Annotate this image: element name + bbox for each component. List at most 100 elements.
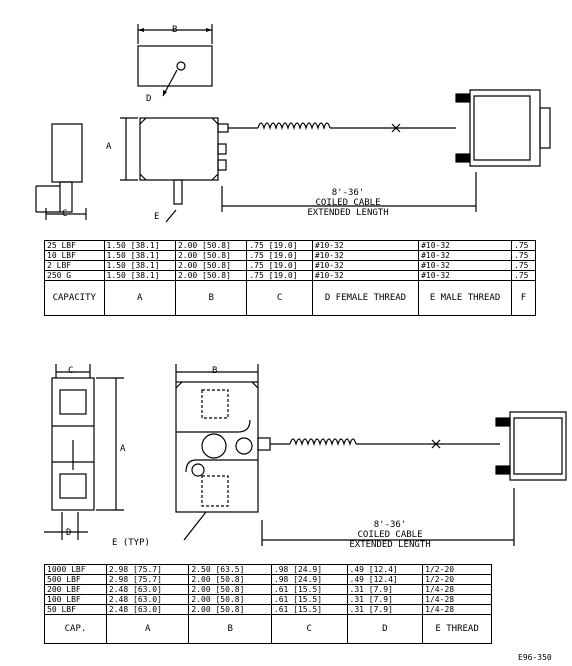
s-beam-front-view bbox=[175, 381, 259, 513]
header-a: A bbox=[105, 614, 190, 644]
cable-break bbox=[431, 439, 441, 449]
cell-e: 1/4-28 bbox=[422, 594, 492, 605]
spec-table-2: 1000 LBF 2.98 [75.7] 2.50 [63.5] .98 [24… bbox=[44, 564, 492, 644]
cell-f: .75 bbox=[511, 250, 536, 261]
cell-f: .75 bbox=[511, 240, 536, 251]
connector-body bbox=[469, 89, 541, 167]
cell-a: 2.48 [63.0] bbox=[105, 594, 190, 605]
corner-mark bbox=[175, 381, 183, 389]
cell-f: .75 bbox=[511, 270, 536, 281]
cell-a: 1.50 [38.1] bbox=[103, 260, 176, 271]
cell-e: #10-32 bbox=[418, 240, 512, 251]
cell-capacity: 500 LBF bbox=[44, 574, 107, 585]
thread-top bbox=[201, 389, 229, 419]
connector-pins bbox=[539, 107, 551, 149]
header-d: D bbox=[346, 614, 424, 644]
connector-screw bbox=[455, 93, 471, 103]
corner-mark bbox=[211, 173, 219, 181]
cell-c: .61 [15.5] bbox=[270, 584, 348, 595]
cell-a: 1.50 [38.1] bbox=[103, 240, 176, 251]
cable-note-type: COILED CABLE bbox=[315, 198, 381, 208]
cell-c: .75 [19.0] bbox=[246, 240, 313, 251]
top-load-cell-drawing bbox=[35, 24, 551, 223]
cell-d: #10-32 bbox=[311, 270, 420, 281]
cell-b: 2.50 [63.5] bbox=[188, 564, 272, 575]
connector-inner bbox=[513, 417, 563, 475]
threaded-stud-e bbox=[173, 179, 183, 205]
arrowhead bbox=[163, 90, 167, 96]
side-slot bbox=[59, 473, 87, 499]
header-d: D FEMALE THREAD bbox=[311, 280, 420, 316]
cell-a: 2.98 [75.7] bbox=[105, 564, 190, 575]
header-b: B bbox=[174, 280, 248, 316]
cell-capacity: 10 LBF bbox=[44, 250, 105, 261]
coiled-cable bbox=[289, 438, 357, 447]
corner-mark bbox=[251, 381, 259, 389]
header-f: F bbox=[511, 280, 536, 316]
header-capacity: CAPACITY bbox=[44, 280, 105, 316]
cell-e: #10-32 bbox=[418, 270, 512, 281]
corner-mark bbox=[211, 117, 219, 125]
leader-e-typ bbox=[183, 511, 207, 541]
label-a: A bbox=[106, 142, 112, 152]
connector-screw bbox=[455, 153, 471, 163]
table-row: 10 LBF 1.50 [38.1] 2.00 [50.8] .75 [19.0… bbox=[44, 250, 536, 261]
corner-mark bbox=[139, 117, 147, 125]
cell-capacity: 250 G bbox=[44, 270, 105, 281]
table-row: 250 G 1.50 [38.1] 2.00 [50.8] .75 [19.0]… bbox=[44, 270, 536, 281]
cell-capacity: 1000 LBF bbox=[44, 564, 107, 575]
header-a: A bbox=[103, 280, 176, 316]
connector-tab bbox=[217, 123, 229, 133]
label-d: D bbox=[146, 94, 152, 104]
cell-b: 2.00 [50.8] bbox=[188, 584, 272, 595]
thread-bottom bbox=[201, 475, 229, 507]
cell-b: 2.00 [50.8] bbox=[188, 574, 272, 585]
spec-table-1: 25 LBF 1.50 [38.1] 2.00 [50.8] .75 [19.0… bbox=[44, 240, 536, 316]
cell-b: 2.00 [50.8] bbox=[174, 240, 248, 251]
cell-d: .49 [12.4] bbox=[346, 574, 424, 585]
cell-b: 2.00 [50.8] bbox=[174, 260, 248, 271]
cell-c: .75 [19.0] bbox=[246, 270, 313, 281]
table-row: 2 LBF 1.50 [38.1] 2.00 [50.8] .75 [19.0]… bbox=[44, 260, 536, 271]
front-view-block bbox=[139, 117, 219, 181]
cable-note-type: COILED CABLE bbox=[357, 530, 423, 540]
label-e: E bbox=[154, 212, 160, 222]
connector-inner bbox=[473, 95, 531, 161]
cell-b: 2.00 [50.8] bbox=[188, 604, 272, 615]
cable-note-extended: EXTENDED LENGTH bbox=[349, 540, 431, 550]
beam-center-hole bbox=[201, 433, 227, 459]
cable-note-length: 8'-36' bbox=[331, 188, 365, 198]
table-row: 100 LBF 2.48 [63.0] 2.00 [50.8] .61 [15.… bbox=[44, 594, 492, 605]
cell-d: #10-32 bbox=[311, 240, 420, 251]
beam-side-hole bbox=[235, 437, 253, 455]
header-c: C bbox=[246, 280, 313, 316]
side-view-block bbox=[51, 123, 83, 183]
cell-b: 2.00 [50.8] bbox=[174, 250, 248, 261]
cell-b: 2.00 [50.8] bbox=[188, 594, 272, 605]
connector-screw bbox=[495, 465, 511, 475]
cell-d: .31 [7.9] bbox=[346, 584, 424, 595]
cell-e: 1/2-20 bbox=[422, 574, 492, 585]
cell-d: .31 [7.9] bbox=[346, 594, 424, 605]
top-view-block bbox=[137, 45, 213, 87]
coiled-cable bbox=[257, 122, 331, 131]
cell-d: #10-32 bbox=[311, 260, 420, 271]
header-capacity: CAP. bbox=[44, 614, 107, 644]
bottom-side-view bbox=[51, 377, 95, 511]
label-d-bottom: D bbox=[66, 528, 72, 538]
cell-b: 2.00 [50.8] bbox=[174, 270, 248, 281]
corner-mark bbox=[139, 173, 147, 181]
table-row: 500 LBF 2.98 [75.7] 2.00 [50.8] .98 [24.… bbox=[44, 574, 492, 585]
cell-e: 1/4-28 bbox=[422, 584, 492, 595]
table-row: 200 LBF 2.48 [63.0] 2.00 [50.8] .61 [15.… bbox=[44, 584, 492, 595]
cell-a: 2.48 [63.0] bbox=[105, 604, 190, 615]
slot-lower bbox=[185, 459, 258, 473]
slot-upper bbox=[176, 419, 251, 433]
label-b-bottom: B bbox=[212, 366, 218, 376]
cell-a: 2.48 [63.0] bbox=[105, 584, 190, 595]
leader-e bbox=[165, 209, 177, 223]
cell-c: .61 [15.5] bbox=[270, 604, 348, 615]
cell-a: 2.98 [75.7] bbox=[105, 574, 190, 585]
